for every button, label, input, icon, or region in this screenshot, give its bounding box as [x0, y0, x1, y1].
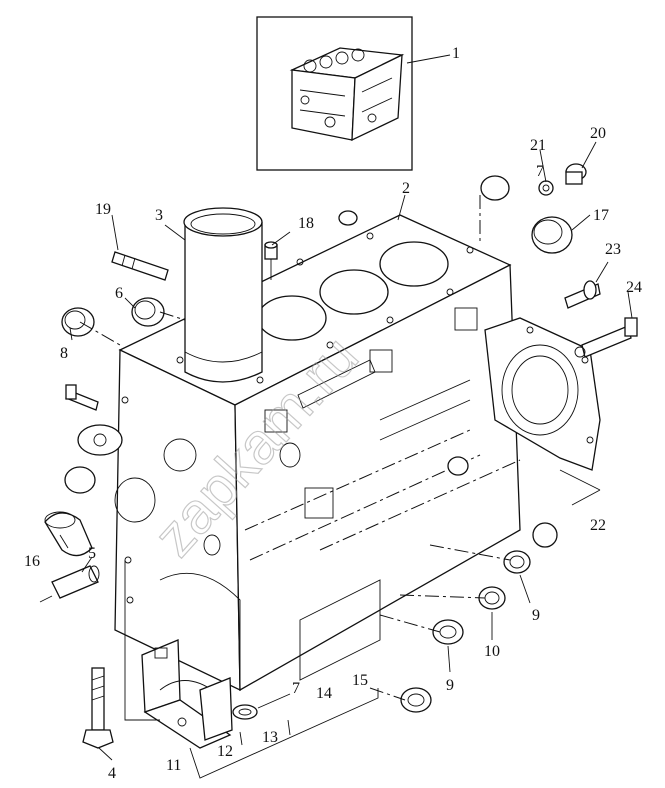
- callout-18: 18: [298, 215, 314, 232]
- plug-part-20: [565, 163, 587, 185]
- callout-12: 12: [217, 743, 233, 760]
- plug-part-17: [531, 216, 573, 254]
- right-plug: [447, 456, 558, 548]
- callout-4: 4: [108, 765, 116, 782]
- bush-part-9-lower: [432, 619, 464, 645]
- callout-7-bottom: 7: [292, 680, 300, 697]
- callout-20: 20: [590, 125, 606, 142]
- callout-1: 1: [452, 45, 460, 62]
- callout-10: 10: [484, 643, 500, 660]
- washer-part-21: [538, 180, 554, 196]
- callout-16: 16: [24, 553, 40, 570]
- callout-2: 2: [402, 180, 410, 197]
- callout-labels: 1 2 3 4 5 6 7 7 8 9 9 10 11 12 13 14 15 …: [24, 45, 642, 782]
- bush-part-9-upper: [503, 550, 531, 574]
- rear-seal-retainer: [484, 317, 601, 471]
- pin-part-18: [264, 241, 278, 280]
- bolt-part-24: [574, 317, 638, 358]
- top-plug: [338, 175, 510, 226]
- left-bolt-fitting: [65, 384, 123, 456]
- callout-22: 22: [590, 517, 606, 534]
- callout-9-upper: 9: [532, 607, 540, 624]
- plug-part-6: [131, 297, 165, 327]
- callout-9-lower: 9: [446, 677, 454, 694]
- inset-block-assembly: [256, 16, 413, 171]
- inset-block-drawing: [289, 47, 405, 142]
- dowel-part-5: [39, 565, 100, 603]
- callout-14: 14: [316, 685, 332, 702]
- plug-part-8: [61, 307, 95, 337]
- callout-8: 8: [60, 345, 68, 362]
- bolt-part-23: [564, 280, 601, 309]
- block-side-features: [114, 307, 478, 690]
- callout-3: 3: [155, 207, 163, 224]
- block-dash-lines: [244, 429, 521, 561]
- cylinder-block: [114, 214, 521, 692]
- bush-part-15: [400, 687, 432, 713]
- bush-part-16: [44, 511, 93, 557]
- callout-13: 13: [262, 729, 278, 746]
- deck-holes: [176, 232, 474, 384]
- cylinder-liner: [183, 207, 263, 383]
- leader-lines: [59, 54, 633, 779]
- callout-24: 24: [626, 279, 642, 296]
- callout-15: 15: [352, 672, 368, 689]
- callout-17: 17: [593, 207, 609, 224]
- callout-5: 5: [88, 545, 96, 562]
- callout-23: 23: [605, 241, 621, 258]
- bolt-part-4: [82, 667, 114, 749]
- callout-21: 21: [530, 137, 546, 154]
- callout-6: 6: [115, 285, 123, 302]
- callout-19: 19: [95, 201, 111, 218]
- main-bearing-cap: [141, 639, 233, 749]
- washer-part-7-lower: [232, 704, 258, 720]
- left-plug-fitting: [64, 466, 96, 494]
- callout-7-top: 7: [536, 163, 544, 180]
- callout-11: 11: [166, 757, 181, 774]
- stud-part-19: [111, 251, 169, 281]
